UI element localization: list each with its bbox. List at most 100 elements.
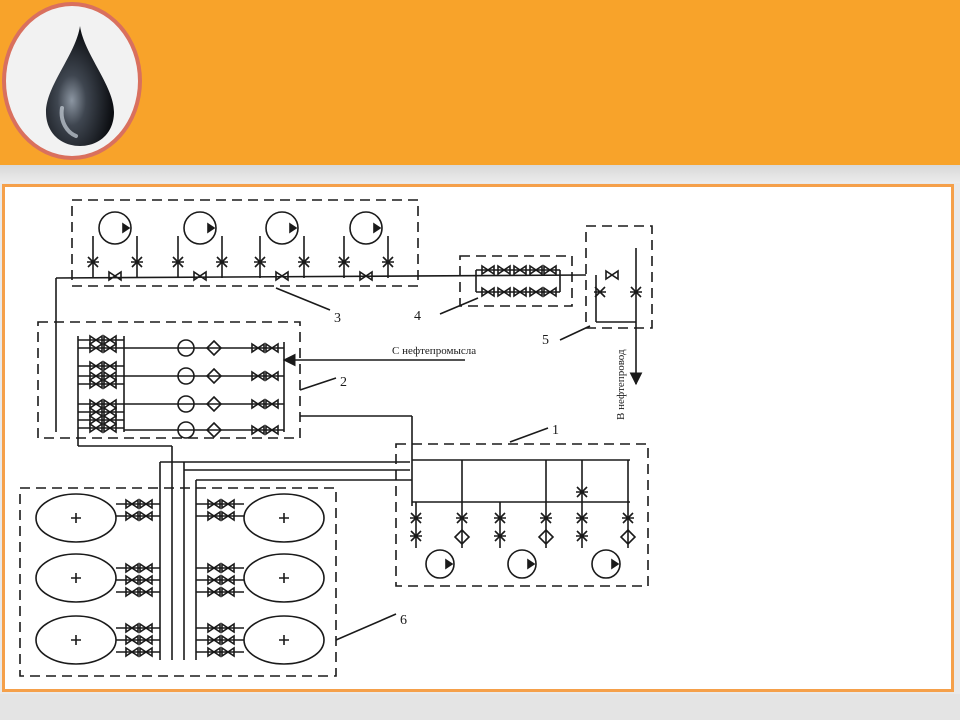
gate-valve-symbol [207,622,221,634]
block-4-frame [459,255,573,307]
leader-6 [335,613,397,641]
gate-valve-symbol [193,270,207,282]
gate-valve-symbol [89,378,103,390]
gate-valve-symbol [89,422,103,434]
gate-valve-symbol [481,286,495,298]
labels: 3 4 5 2 1 6 С нефтепромысла В нефтепрово… [334,309,627,628]
gate-valve-symbol [207,586,221,598]
pump-pipe [92,236,138,278]
gate-valve-symbol [103,378,117,390]
valve-symbol [494,512,506,524]
gate-valve-symbol [207,510,221,522]
valve-symbol [254,256,266,268]
gate-valve-symbol [207,498,221,510]
gate-valve-symbol [139,510,153,522]
gate-valve-symbol [125,562,139,574]
valve-symbol [594,286,606,298]
gate-valve-symbol [251,342,265,354]
gate-valve-symbol [103,360,117,372]
valve-symbol [131,256,143,268]
gate-valve-symbol [89,370,103,382]
gate-valve-symbol [89,406,103,418]
tank-symbol [35,493,117,543]
gate-valve-symbol [359,270,373,282]
pump-symbol [265,211,299,245]
gate-valve-symbol [89,360,103,372]
tank-mark [71,573,81,583]
gate-valve-symbol [221,562,235,574]
label-6: 6 [400,613,407,628]
gate-valve-symbol [251,370,265,382]
outlet-label: В нефтепровод [615,349,627,420]
meter-symbol [177,367,195,385]
gate-valve-symbol [275,270,289,282]
gate-valve-symbol [265,370,279,382]
valve-symbol [576,530,588,542]
gate-valve-symbol [529,286,543,298]
valve-symbol [630,286,642,298]
gate-valve-symbol [221,498,235,510]
gate-valve-symbol [125,574,139,586]
main-header-line [55,274,587,279]
gate-valve-symbol [139,634,153,646]
gate-valve-symbol [251,398,265,410]
gate-valve-symbol [139,586,153,598]
oil-drop-icon [46,26,114,146]
valve-symbol [338,256,350,268]
label-1: 1 [552,423,559,438]
gate-valve-symbol [605,269,619,281]
pump-symbol [507,549,537,579]
block-1-frame [395,443,649,587]
valve-symbol [456,512,468,524]
gate-valve-symbol [497,264,511,276]
gate-valve-symbol [103,334,117,346]
leader-1 [509,427,549,443]
tank-symbol [35,553,117,603]
label-5: 5 [542,333,549,348]
check-valve-symbol [453,528,471,546]
meter-symbol [177,421,195,439]
filter-symbol [205,421,223,439]
gate-valve-symbol [221,634,235,646]
gate-valve-symbol [108,270,122,282]
gate-valve-symbol [543,264,557,276]
leader-5 [559,325,591,341]
meter-symbol [177,339,195,357]
gate-valve-symbol [513,286,527,298]
valve-symbol [494,530,506,542]
gate-valve-symbol [221,586,235,598]
gate-valve-symbol [103,422,117,434]
gate-valve-symbol [125,634,139,646]
tank-mark [279,635,289,645]
tank-symbol [243,553,325,603]
label-3: 3 [334,311,341,326]
valve-symbol [410,530,422,542]
filter-symbol [205,339,223,357]
label-2: 2 [340,375,347,390]
gate-valve-symbol [543,286,557,298]
gate-valve-symbol [221,646,235,658]
block-5-frame [585,225,653,329]
block-6-frame [19,487,337,677]
pump-arrow [445,558,454,570]
gate-valve-symbol [125,586,139,598]
gate-valve-symbol [125,646,139,658]
valve-symbol [87,256,99,268]
gate-valve-symbol [89,342,103,354]
block-3-frame [71,199,419,287]
valve-symbol [298,256,310,268]
label-4: 4 [414,309,421,324]
tank-mark [71,513,81,523]
pump-symbol [425,549,455,579]
diagram-lines [19,199,653,677]
gate-valve-symbol [497,286,511,298]
valve-symbol [172,256,184,268]
tank-symbol [243,493,325,543]
pump-pipe [343,236,389,278]
gate-valve-symbol [221,622,235,634]
logo-badge [2,2,142,160]
gate-valve-symbol [265,424,279,436]
pump-symbol [591,549,621,579]
pump-arrow [207,222,216,234]
